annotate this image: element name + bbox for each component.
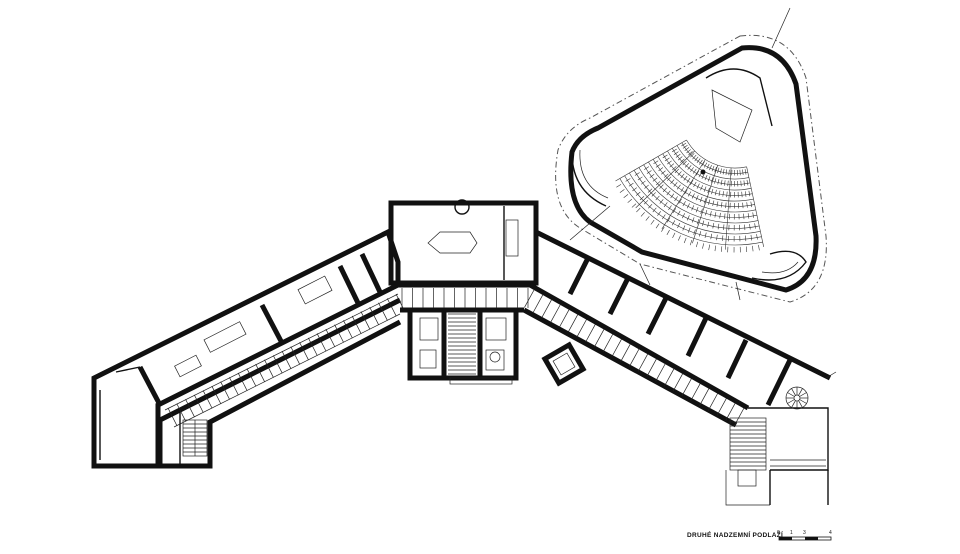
scale-label-0: 0	[777, 530, 780, 536]
central-hall	[388, 199, 539, 286]
left-stair	[182, 419, 208, 457]
right-wing	[522, 229, 832, 428]
right-end-block	[725, 371, 837, 506]
left-wing	[91, 228, 406, 469]
central-core	[398, 282, 530, 385]
spiral-stair	[785, 386, 809, 410]
conference-table	[427, 231, 478, 254]
scale-bar	[778, 536, 832, 541]
scale-label-1: 1	[790, 530, 793, 536]
scale-label-3: 3	[803, 530, 806, 536]
floor-caption: DRUHÉ NADZEMNÍ PODLAŽÍ	[687, 532, 784, 539]
auditorium	[555, 7, 827, 303]
scale-label-4: 4	[829, 530, 832, 536]
auditorium-seating	[615, 139, 764, 253]
